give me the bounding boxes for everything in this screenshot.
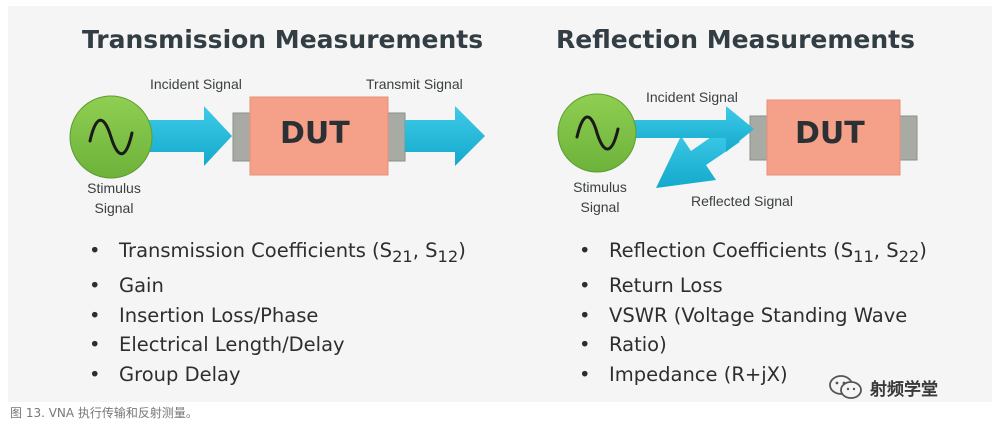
dut-box <box>249 96 389 176</box>
dut-left-connector <box>749 115 770 161</box>
reflection-bullet-list: Reflection Coefficients (S11, S22) Retur… <box>577 236 927 389</box>
list-item: Reflection Coefficients (S11, S22) <box>577 236 927 271</box>
wechat-icon <box>829 375 862 399</box>
dut-label: DUT <box>280 116 350 151</box>
incident-arrow <box>148 106 232 166</box>
incident-arrow <box>628 106 754 152</box>
figure-caption: 图 13. VNA 执行传输和反射测量。 <box>10 406 198 420</box>
list-item: Gain <box>87 271 466 301</box>
stimulus-signal-label: Stimulus Signal <box>87 180 141 216</box>
dut-label: DUT <box>795 116 865 151</box>
watermark: 射频学堂 <box>828 374 938 400</box>
list-item: Electrical Length/Delay <box>87 330 466 360</box>
dut-right-connector <box>385 112 406 162</box>
list-item: Ratio) <box>577 330 927 360</box>
list-item: Impedance (R+jX) <box>577 360 927 390</box>
reflected-arrow <box>656 128 740 188</box>
reflected-signal-label: Reflected Signal <box>691 193 793 209</box>
watermark-text: 射频学堂 <box>870 379 938 400</box>
incident-signal-label: Incident Signal <box>150 76 242 92</box>
list-item: Group Delay <box>87 360 466 390</box>
list-item: Transmission Coefficients (S21, S12) <box>87 236 466 271</box>
dut-box <box>766 99 901 176</box>
sine-wave-icon <box>575 115 620 151</box>
transmit-signal-label: Transmit Signal <box>366 76 463 92</box>
list-item: Insertion Loss/Phase <box>87 301 466 331</box>
stimulus-signal-label: Stimulus Signal <box>573 179 627 215</box>
sine-wave-icon <box>88 118 134 156</box>
dut-right-connector <box>897 115 918 161</box>
transmit-arrow <box>405 106 485 166</box>
incident-signal-label: Incident Signal <box>646 89 738 105</box>
transmission-bullet-list: Transmission Coefficients (S21, S12) Gai… <box>87 236 466 389</box>
transmission-title: Transmission Measurements <box>82 25 484 54</box>
reflection-title: Reflection Measurements <box>556 25 916 54</box>
list-item: VSWR (Voltage Standing Wave <box>577 301 927 331</box>
list-item: Return Loss <box>577 271 927 301</box>
dut-left-connector <box>232 112 253 162</box>
